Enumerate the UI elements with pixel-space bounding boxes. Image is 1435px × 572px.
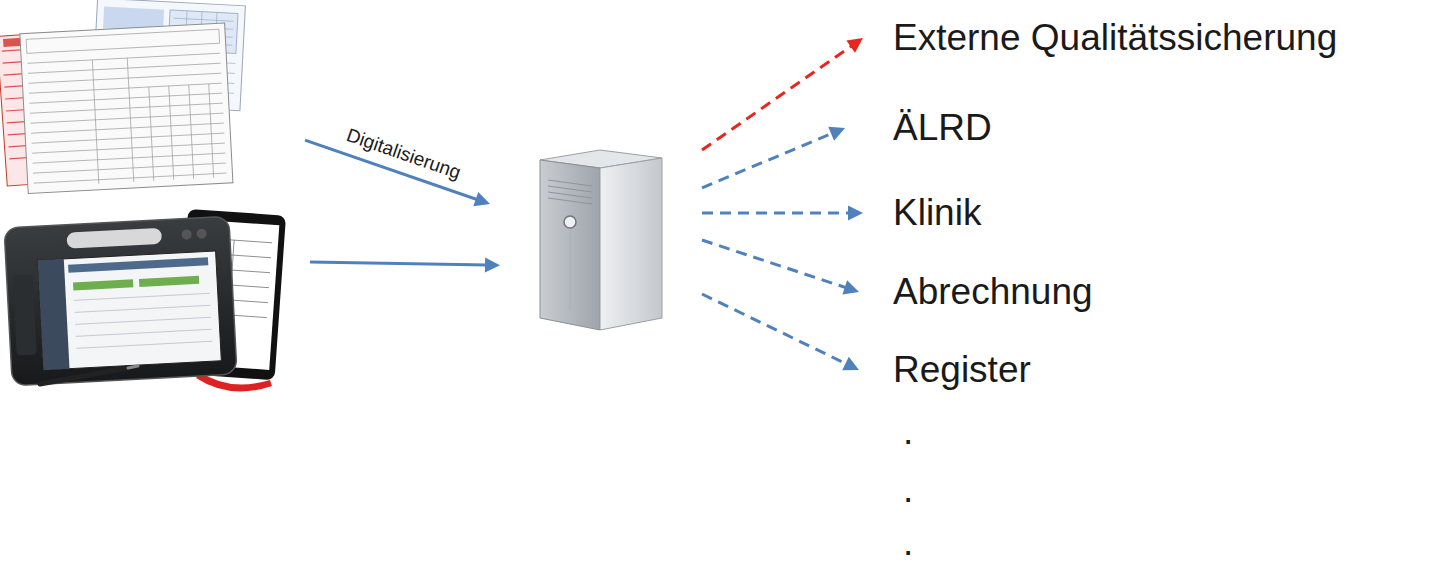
continuation-dot: . [903, 521, 913, 565]
dashed-arrow [702, 294, 859, 370]
paper-forms [0, 0, 245, 193]
node-text: Abrechnung [893, 270, 1093, 314]
continuation-dot: . [903, 468, 913, 512]
continuation-dot: . [903, 410, 913, 454]
target-text: Externe Qualitätssicherung [893, 16, 1337, 60]
solid-arrow [310, 257, 500, 272]
dashed-arrow [702, 38, 863, 150]
edge-label: Digitalisierung [344, 124, 464, 184]
server-tower [540, 150, 662, 330]
tablet-devices [4, 209, 286, 392]
target-text: ÄLRD [893, 106, 992, 150]
target-text: Abrechnung [893, 270, 1093, 314]
server-node [538, 150, 664, 330]
node-text: Klinik [893, 191, 981, 235]
dashed-arrow [702, 240, 859, 294]
dashed-arrow [702, 127, 845, 188]
dashed-arrow [702, 205, 863, 220]
node-text: Externe Qualitätssicherung [893, 16, 1337, 60]
target-text: Register [893, 348, 1031, 392]
node-text: Register [893, 348, 1031, 392]
node-text: ÄLRD [893, 106, 992, 150]
paper-forms-node [5, 5, 245, 190]
target-text: Klinik [893, 191, 981, 235]
tablet-node [5, 205, 285, 395]
